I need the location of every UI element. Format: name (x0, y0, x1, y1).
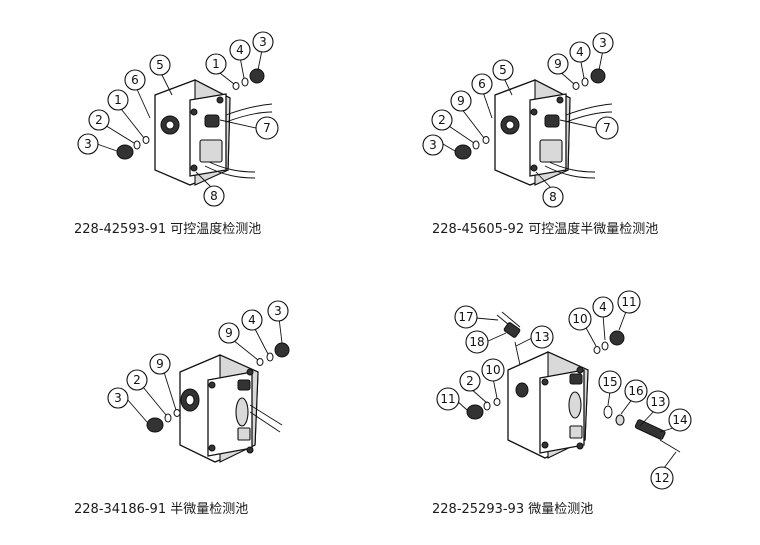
cell-body (494, 79, 613, 186)
caption-micro-cell: 228-25293-93 微量检测池 (432, 502, 594, 517)
panel-temp-controlled-cell: 1 4 3 6 5 1 2 3 7 8 (77, 31, 279, 207)
callout-br-12: 14 (668, 408, 692, 432)
callout-tr-9: 8 (542, 186, 564, 208)
svg-text:3: 3 (114, 391, 122, 405)
svg-text:4: 4 (576, 45, 584, 59)
callout-tl-6: 2 (88, 109, 110, 131)
callout-tl-2: 3 (252, 31, 274, 53)
svg-text:13: 13 (534, 330, 549, 344)
svg-text:2: 2 (95, 113, 103, 127)
callout-br-7: 10 (481, 358, 505, 382)
callout-br-3: 11 (617, 290, 641, 314)
callout-bl-4: 9 (149, 353, 171, 375)
cell-body (496, 311, 589, 459)
callout-bl-1: 4 (241, 309, 263, 331)
callout-br-0: 17 (454, 305, 478, 329)
caption-semimicro-cell: 228-34186-91 半微量检测池 (74, 502, 249, 517)
callout-tl-7: 3 (77, 133, 99, 155)
callout-bl-0: 9 (218, 322, 240, 344)
svg-text:4: 4 (236, 43, 244, 57)
panel-semimicro-cell: 9 4 3 2 9 3 (107, 300, 290, 463)
caption-temp-controlled-semimicro-cell: 228-45605-92 可控温度半微量检测池 (432, 222, 659, 237)
svg-text:10: 10 (485, 363, 500, 377)
svg-text:2: 2 (438, 113, 446, 127)
svg-text:16: 16 (628, 384, 643, 398)
callout-tl-0: 1 (205, 53, 227, 75)
callout-tl-9: 8 (203, 185, 225, 207)
svg-text:7: 7 (263, 121, 271, 135)
callout-tr-5: 9 (450, 90, 472, 112)
cell-body (179, 354, 283, 463)
callout-bl-2: 3 (267, 300, 289, 322)
svg-text:1: 1 (212, 57, 220, 71)
callout-tr-8: 7 (595, 116, 619, 140)
svg-text:11: 11 (621, 295, 636, 309)
svg-text:3: 3 (599, 36, 607, 50)
svg-text:17: 17 (458, 310, 473, 324)
callout-tl-1: 4 (229, 39, 251, 61)
callout-bl-3: 2 (126, 369, 148, 391)
svg-text:15: 15 (602, 375, 617, 389)
callout-br-8: 11 (436, 387, 460, 411)
callout-br-9: 15 (598, 370, 622, 394)
svg-text:3: 3 (259, 35, 267, 49)
svg-text:8: 8 (549, 190, 557, 204)
svg-text:13: 13 (650, 395, 665, 409)
svg-text:3: 3 (274, 304, 282, 318)
callout-tl-4: 5 (149, 54, 171, 76)
callout-br-4: 18 (465, 330, 489, 354)
svg-text:6: 6 (131, 73, 139, 87)
callout-br-11: 13 (646, 390, 670, 414)
svg-text:9: 9 (225, 326, 233, 340)
parts-row-right (454, 68, 606, 160)
callout-br-5: 13 (530, 325, 554, 349)
svg-text:3: 3 (84, 137, 92, 151)
callout-br-13: 12 (650, 466, 674, 490)
callout-tr-0: 9 (547, 53, 569, 75)
svg-text:12: 12 (654, 471, 669, 485)
svg-text:5: 5 (499, 63, 507, 77)
svg-text:4: 4 (248, 313, 256, 327)
svg-text:14: 14 (672, 413, 687, 427)
panel-micro-cell: 17 10 4 11 18 13 2 10 11 15 16 13 14 12 (436, 290, 692, 490)
callout-tr-7: 3 (422, 134, 444, 156)
callout-tl-5: 1 (107, 89, 129, 111)
callout-tr-2: 3 (592, 32, 614, 54)
callout-tl-8: 7 (255, 116, 279, 140)
callout-br-6: 2 (459, 370, 481, 392)
svg-text:1: 1 (114, 93, 122, 107)
svg-text:2: 2 (466, 374, 474, 388)
svg-text:5: 5 (156, 58, 164, 72)
svg-text:11: 11 (440, 392, 455, 406)
callout-tr-3: 6 (471, 73, 493, 95)
svg-text:9: 9 (457, 94, 465, 108)
parts-row-left (146, 342, 290, 433)
cell-body (154, 79, 273, 186)
callout-br-10: 16 (624, 379, 648, 403)
svg-text:4: 4 (599, 300, 607, 314)
svg-text:8: 8 (210, 189, 218, 203)
svg-text:7: 7 (603, 121, 611, 135)
svg-text:2: 2 (133, 373, 141, 387)
parts-row-micro (466, 330, 681, 453)
panel-temp-controlled-semimicro-cell: 9 4 3 6 5 9 2 3 7 8 (422, 32, 619, 208)
caption-temp-controlled-cell: 228-42593-91 可控温度检测池 (74, 222, 262, 237)
svg-text:3: 3 (429, 138, 437, 152)
callout-tr-1: 4 (569, 41, 591, 63)
svg-text:9: 9 (156, 357, 164, 371)
callout-tl-3: 6 (124, 69, 146, 91)
svg-text:10: 10 (572, 312, 587, 326)
parts-row-left (116, 68, 265, 160)
callout-bl-5: 3 (107, 387, 129, 409)
svg-text:9: 9 (554, 57, 562, 71)
callout-br-2: 4 (592, 296, 614, 318)
svg-text:6: 6 (478, 77, 486, 91)
callout-br-1: 10 (568, 307, 592, 331)
callout-tr-6: 2 (431, 109, 453, 131)
callout-tr-4: 5 (492, 59, 514, 81)
svg-text:18: 18 (469, 335, 484, 349)
